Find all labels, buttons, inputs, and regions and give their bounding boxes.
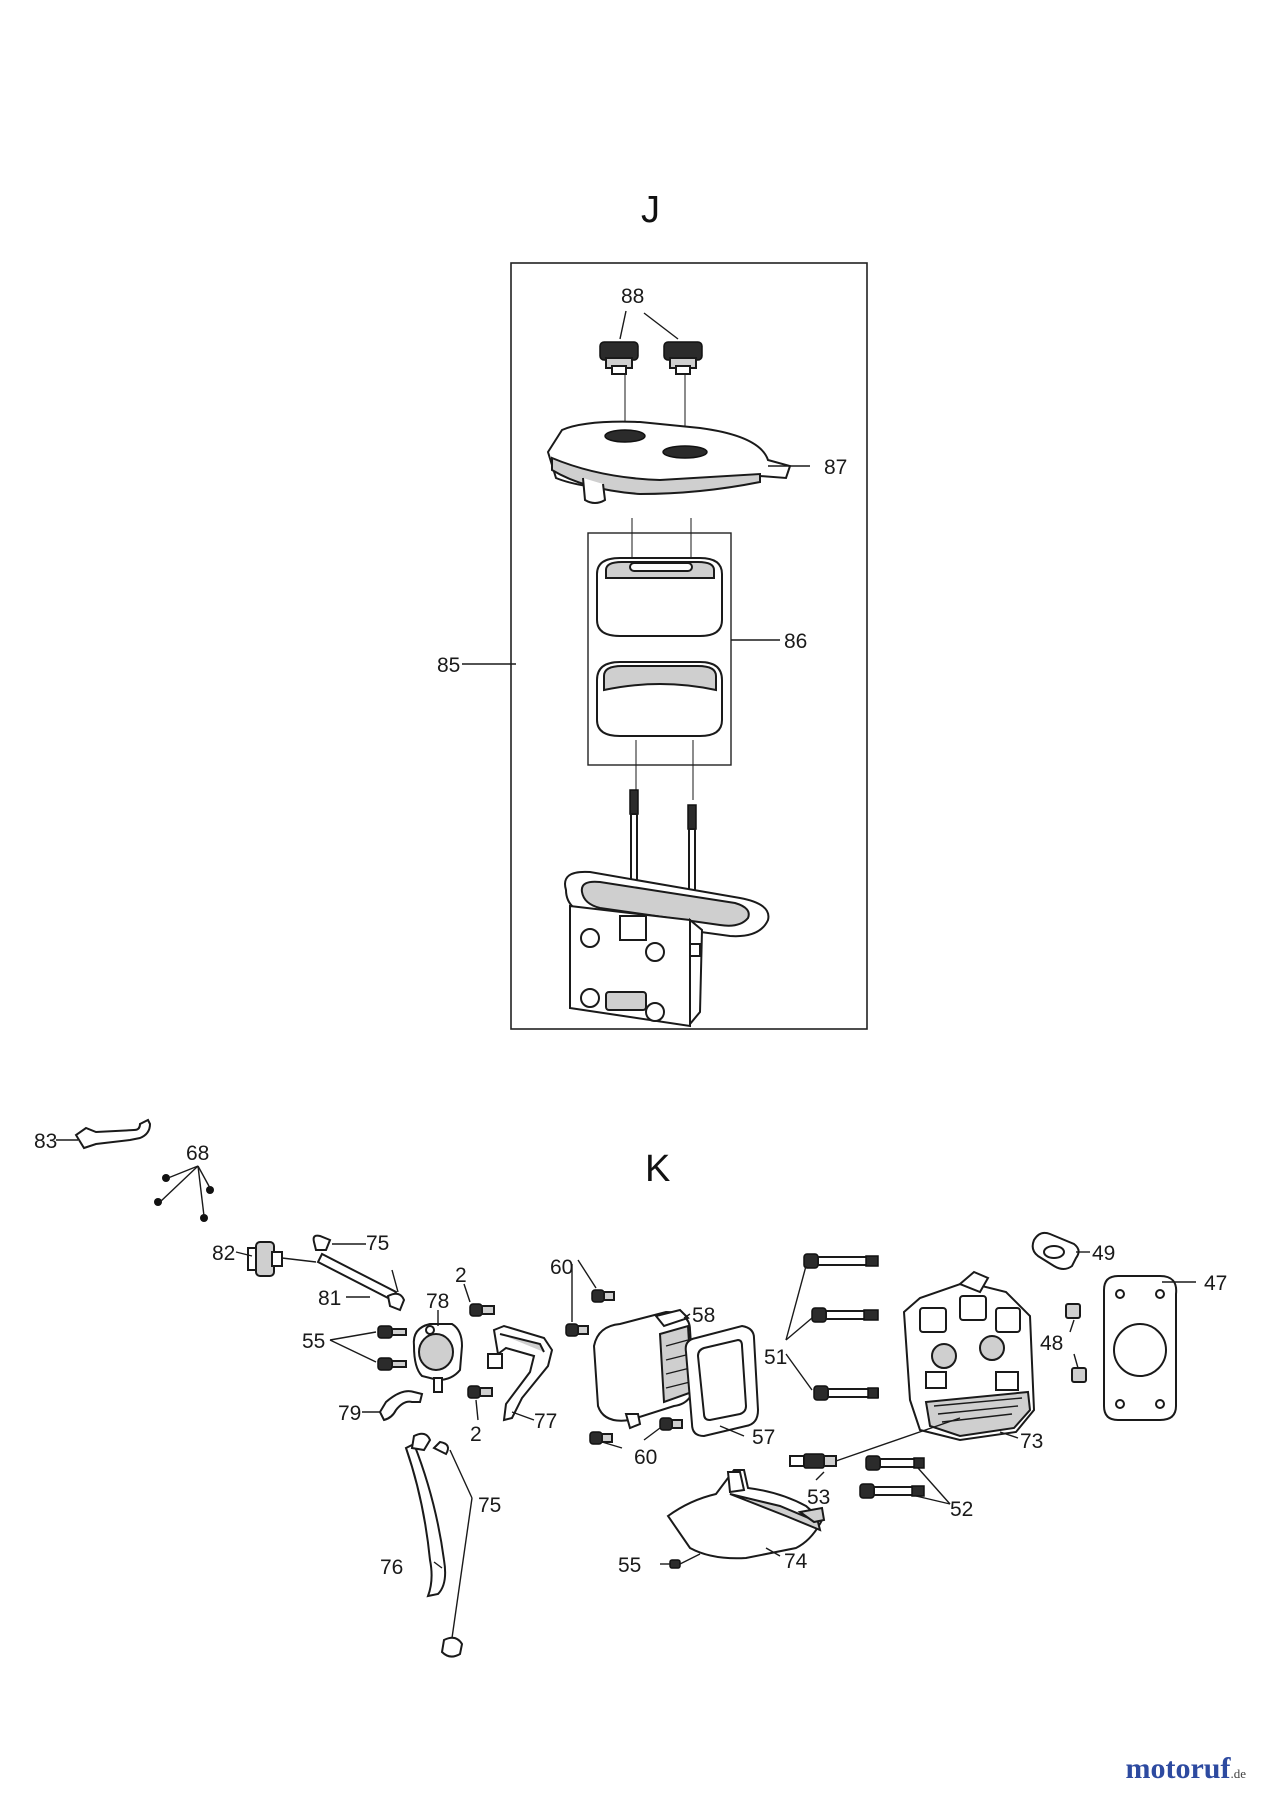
filter-set-frame	[587, 532, 732, 766]
callout-73: 73	[1020, 1430, 1043, 1453]
head-gasket	[1103, 1275, 1178, 1421]
logo-tld: .de	[1230, 1766, 1246, 1781]
breather-hose	[74, 1118, 152, 1150]
foam-pre-filter	[596, 557, 723, 637]
callout-47: 47	[1204, 1272, 1227, 1295]
valve-cover-gasket	[684, 1324, 760, 1438]
screws-68	[154, 1174, 214, 1222]
air-filter-base	[564, 870, 770, 1028]
callout-2-lower: 2	[470, 1423, 482, 1446]
callout-48: 48	[1040, 1332, 1063, 1355]
callout-57: 57	[752, 1426, 775, 1449]
callout-74: 74	[784, 1550, 808, 1573]
bolts-55-left	[377, 1325, 407, 1371]
section-label-j: J	[641, 189, 660, 231]
head-bolts-51	[803, 1253, 879, 1401]
bracket-77	[487, 1324, 554, 1422]
callout-87: 87	[824, 456, 847, 479]
spark-plug	[789, 1417, 961, 1469]
callout-53: 53	[807, 1486, 830, 1509]
callout-60-lower: 60	[634, 1446, 657, 1469]
callout-86: 86	[784, 630, 807, 653]
callout-81: 81	[318, 1287, 341, 1310]
motoruf-logo: motoruf.de	[1125, 1752, 1246, 1786]
air-filter-cover	[546, 420, 792, 504]
callout-49: 49	[1092, 1242, 1115, 1265]
callout-58: 58	[692, 1304, 715, 1327]
callout-51: 51	[764, 1346, 787, 1369]
section-j-frame	[510, 262, 868, 1030]
callout-55-left: 55	[302, 1330, 325, 1353]
callout-83: 83	[34, 1130, 57, 1153]
callout-77: 77	[534, 1410, 557, 1433]
callout-88: 88	[621, 285, 644, 308]
section-label-k: K	[645, 1148, 670, 1190]
callout-55-lower: 55	[618, 1554, 641, 1577]
valve-cover	[592, 1308, 696, 1430]
callout-82: 82	[212, 1242, 235, 1265]
knob-right	[663, 341, 703, 375]
knob-left	[599, 341, 639, 375]
callout-76: 76	[380, 1556, 403, 1579]
bolts-52	[859, 1455, 925, 1499]
callout-75-lower: 75	[478, 1494, 501, 1517]
callout-79: 79	[338, 1402, 361, 1425]
callout-68: 68	[186, 1142, 209, 1165]
breather-valve	[247, 1241, 317, 1277]
logo-name: motoruf	[1125, 1752, 1231, 1785]
callout-52: 52	[950, 1498, 973, 1521]
callout-60-upper: 60	[550, 1256, 573, 1279]
callout-2-upper: 2	[455, 1264, 467, 1287]
paper-filter	[596, 661, 723, 737]
heat-shield	[666, 1469, 826, 1560]
callout-75-upper: 75	[366, 1232, 389, 1255]
cylinder-head	[902, 1270, 1036, 1442]
callout-78: 78	[426, 1290, 449, 1313]
breather-cover	[412, 1323, 464, 1393]
callout-85: 85	[437, 654, 460, 677]
